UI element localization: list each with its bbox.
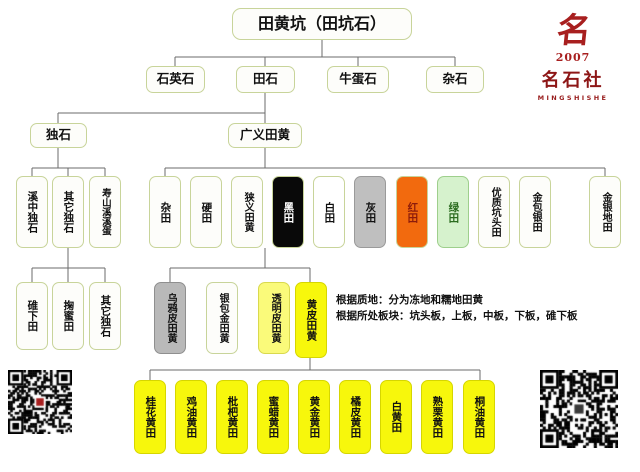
- node-label: 杂石: [442, 71, 468, 87]
- node-label: 牛蛋石: [339, 71, 377, 87]
- node-baihuang-tian[interactable]: 白黄田: [380, 380, 412, 454]
- node-label: 狭义田黄: [242, 192, 254, 232]
- logo-seal-icon: 名: [554, 11, 592, 51]
- node-label: 寿山溪溪蛋: [99, 188, 111, 236]
- node-label: 金银地田: [600, 192, 612, 232]
- node-zashi[interactable]: 杂石: [426, 66, 484, 93]
- node-label: 鸡油黄田: [185, 396, 198, 438]
- node-pipa-huangtian[interactable]: 枇杷黄田: [216, 380, 248, 454]
- node-lvtian[interactable]: 绿田: [437, 176, 469, 248]
- logo-year: 2007: [555, 51, 591, 64]
- node-label: 田石: [252, 71, 278, 87]
- node-guihua-huangtian[interactable]: 桂花黄田: [134, 380, 166, 454]
- node-heitian[interactable]: 黑田: [272, 176, 304, 248]
- node-baitian[interactable]: 白田: [313, 176, 345, 248]
- node-huangpi-tianhuang[interactable]: 黄皮田黄: [295, 282, 327, 358]
- note-line-1: 根据质地：分为冻地和糯地田黄: [336, 294, 483, 306]
- node-jinbaoyin-tian[interactable]: 金包银田: [519, 176, 551, 248]
- node-jupi-huangtian[interactable]: 橘皮黄田: [339, 380, 371, 454]
- node-shoushanxi-xidan[interactable]: 寿山溪溪蛋: [89, 176, 121, 248]
- logo-latin-name: MINGSHISHE: [537, 94, 609, 102]
- qr-code-right[interactable]: [540, 370, 618, 448]
- node-zatian[interactable]: 杂田: [149, 176, 181, 248]
- node-huangjin-huangtian[interactable]: 黄金黄田: [298, 380, 330, 454]
- node-label: 桂花黄田: [144, 396, 157, 438]
- node-label: 掬蜜田: [62, 300, 75, 332]
- node-niudanshi[interactable]: 牛蛋石: [327, 66, 389, 93]
- node-label: 金包银田: [530, 192, 542, 232]
- node-jinyindi-tian[interactable]: 金银地田: [589, 176, 621, 248]
- brand-logo: 名 2007 名石社 MINGSHISHE: [512, 6, 634, 118]
- node-label: 黄皮田黄: [305, 299, 318, 341]
- node-label: 白田: [323, 201, 336, 223]
- node-label: 橘皮黄田: [349, 396, 362, 438]
- node-guangyi-tianhuang[interactable]: 广义田黄: [228, 123, 302, 148]
- node-toumingpi-tianhuang[interactable]: 透明皮田黄: [258, 282, 290, 354]
- node-label: 溪中独石: [26, 191, 39, 233]
- node-jiyou-huangtian[interactable]: 鸡油黄田: [175, 380, 207, 454]
- node-label: 碓下田: [26, 300, 39, 332]
- node-tongyou-huangtian[interactable]: 桐油黄田: [463, 380, 495, 454]
- node-label: 优质坑头田: [489, 187, 501, 237]
- node-label: 广义田黄: [239, 127, 290, 143]
- node-wuyapi-tianhuang[interactable]: 乌鸦皮田黄: [154, 282, 186, 354]
- node-label: 其它独石: [62, 191, 75, 233]
- node-xizhong-dushi[interactable]: 溪中独石: [16, 176, 48, 248]
- node-label: 白黄田: [390, 401, 403, 433]
- node-label: 银包金田黄: [217, 293, 229, 343]
- node-label: 乌鸦皮田黄: [165, 293, 177, 343]
- node-label: 其它独石: [99, 295, 112, 337]
- node-jumi-tian[interactable]: 掬蜜田: [52, 282, 84, 350]
- node-label: 枇杷黄田: [226, 396, 239, 438]
- node-label: 蜜蜡黄田: [267, 396, 280, 438]
- node-label: 红田: [406, 201, 419, 223]
- node-shiyingshi[interactable]: 石英石: [146, 66, 205, 93]
- node-label: 杂田: [159, 201, 172, 223]
- node-label: 灰田: [364, 201, 377, 223]
- node-label: 黄金黄田: [308, 396, 321, 438]
- node-huitian[interactable]: 灰田: [354, 176, 386, 248]
- node-qita-dushi-2[interactable]: 其它独石: [89, 282, 121, 350]
- node-label: 桐油黄田: [473, 396, 486, 438]
- node-hongtian[interactable]: 红田: [396, 176, 428, 248]
- node-shuli-huangtian[interactable]: 熟栗黄田: [421, 380, 453, 454]
- node-tianshi[interactable]: 田石: [236, 66, 295, 93]
- node-xiayi-tianhuang[interactable]: 狭义田黄: [231, 176, 263, 248]
- node-label: 黑田: [282, 201, 295, 223]
- node-mila-huangtian[interactable]: 蜜蜡黄田: [257, 380, 289, 454]
- node-root[interactable]: 田黄坑（田坑石）: [232, 8, 412, 40]
- node-yingtian[interactable]: 硬田: [190, 176, 222, 248]
- node-label: 独石: [45, 127, 71, 143]
- logo-name: 名石社: [541, 70, 605, 91]
- node-label: 绿田: [447, 201, 460, 223]
- node-root-label: 田黄坑（田坑石）: [257, 13, 386, 33]
- node-dushi[interactable]: 独石: [30, 123, 87, 148]
- node-yinbaojin-tianhuang[interactable]: 银包金田黄: [206, 282, 238, 354]
- node-label: 硬田: [200, 201, 213, 223]
- qr-code-left[interactable]: [8, 370, 72, 434]
- note-line-2: 根据所处板块：坑头板，上板，中板，下板，碓下板: [336, 310, 578, 322]
- node-duixia-tian[interactable]: 碓下田: [16, 282, 48, 350]
- node-label: 石英石: [156, 71, 195, 87]
- node-label: 熟栗黄田: [431, 396, 444, 438]
- node-label: 透明皮田黄: [269, 293, 281, 343]
- node-youzhi-kengtou-tian[interactable]: 优质坑头田: [478, 176, 510, 248]
- node-qita-dushi[interactable]: 其它独石: [52, 176, 84, 248]
